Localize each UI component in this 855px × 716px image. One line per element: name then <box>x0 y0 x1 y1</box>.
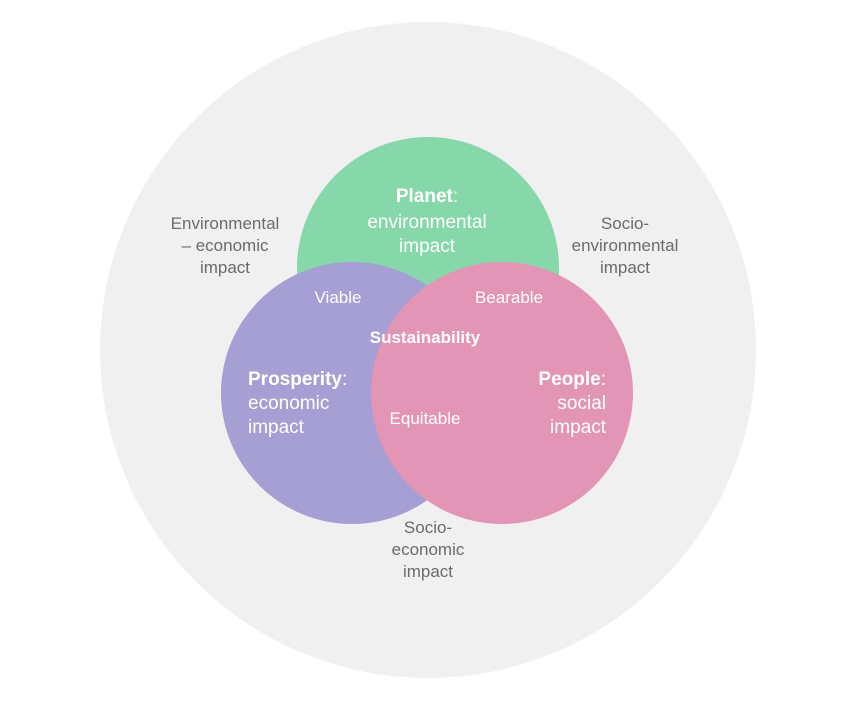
planet-line2: impact <box>399 236 456 257</box>
overlap-center-sustainability: Sustainability <box>370 328 481 347</box>
outer-env-econ-line2: – economic <box>182 236 269 255</box>
people-label: People: <box>538 369 606 390</box>
planet-title: Planet <box>396 186 454 207</box>
people-colon: : <box>601 369 606 390</box>
prosperity-label: Prosperity: <box>248 369 347 390</box>
outer-env-econ-line3: impact <box>200 258 250 277</box>
outer-socio-env-line2: environmental <box>572 236 679 255</box>
outer-socio-env-line1: Socio- <box>601 214 649 233</box>
outer-socio-econ-line3: impact <box>403 562 453 581</box>
outer-socio-econ-line1: Socio- <box>404 518 452 537</box>
people-title: People <box>538 369 600 390</box>
prosperity-line1: economic <box>248 393 329 414</box>
overlap-equitable: Equitable <box>390 409 461 428</box>
planet-line1: environmental <box>367 212 486 233</box>
planet-label: Planet: <box>396 186 458 207</box>
people-line2: impact <box>550 417 607 438</box>
outer-socio-econ-line2: economic <box>392 540 465 559</box>
prosperity-colon: : <box>342 369 347 390</box>
outer-socio-env-line3: impact <box>600 258 650 277</box>
prosperity-title: Prosperity <box>248 369 342 390</box>
overlap-bearable: Bearable <box>475 288 543 307</box>
prosperity-line2: impact <box>248 417 305 438</box>
people-circle <box>371 262 633 524</box>
outer-env-econ-line1: Environmental <box>171 214 280 233</box>
planet-colon: : <box>453 186 458 207</box>
people-line1: social <box>557 393 606 414</box>
overlap-viable: Viable <box>315 288 362 307</box>
